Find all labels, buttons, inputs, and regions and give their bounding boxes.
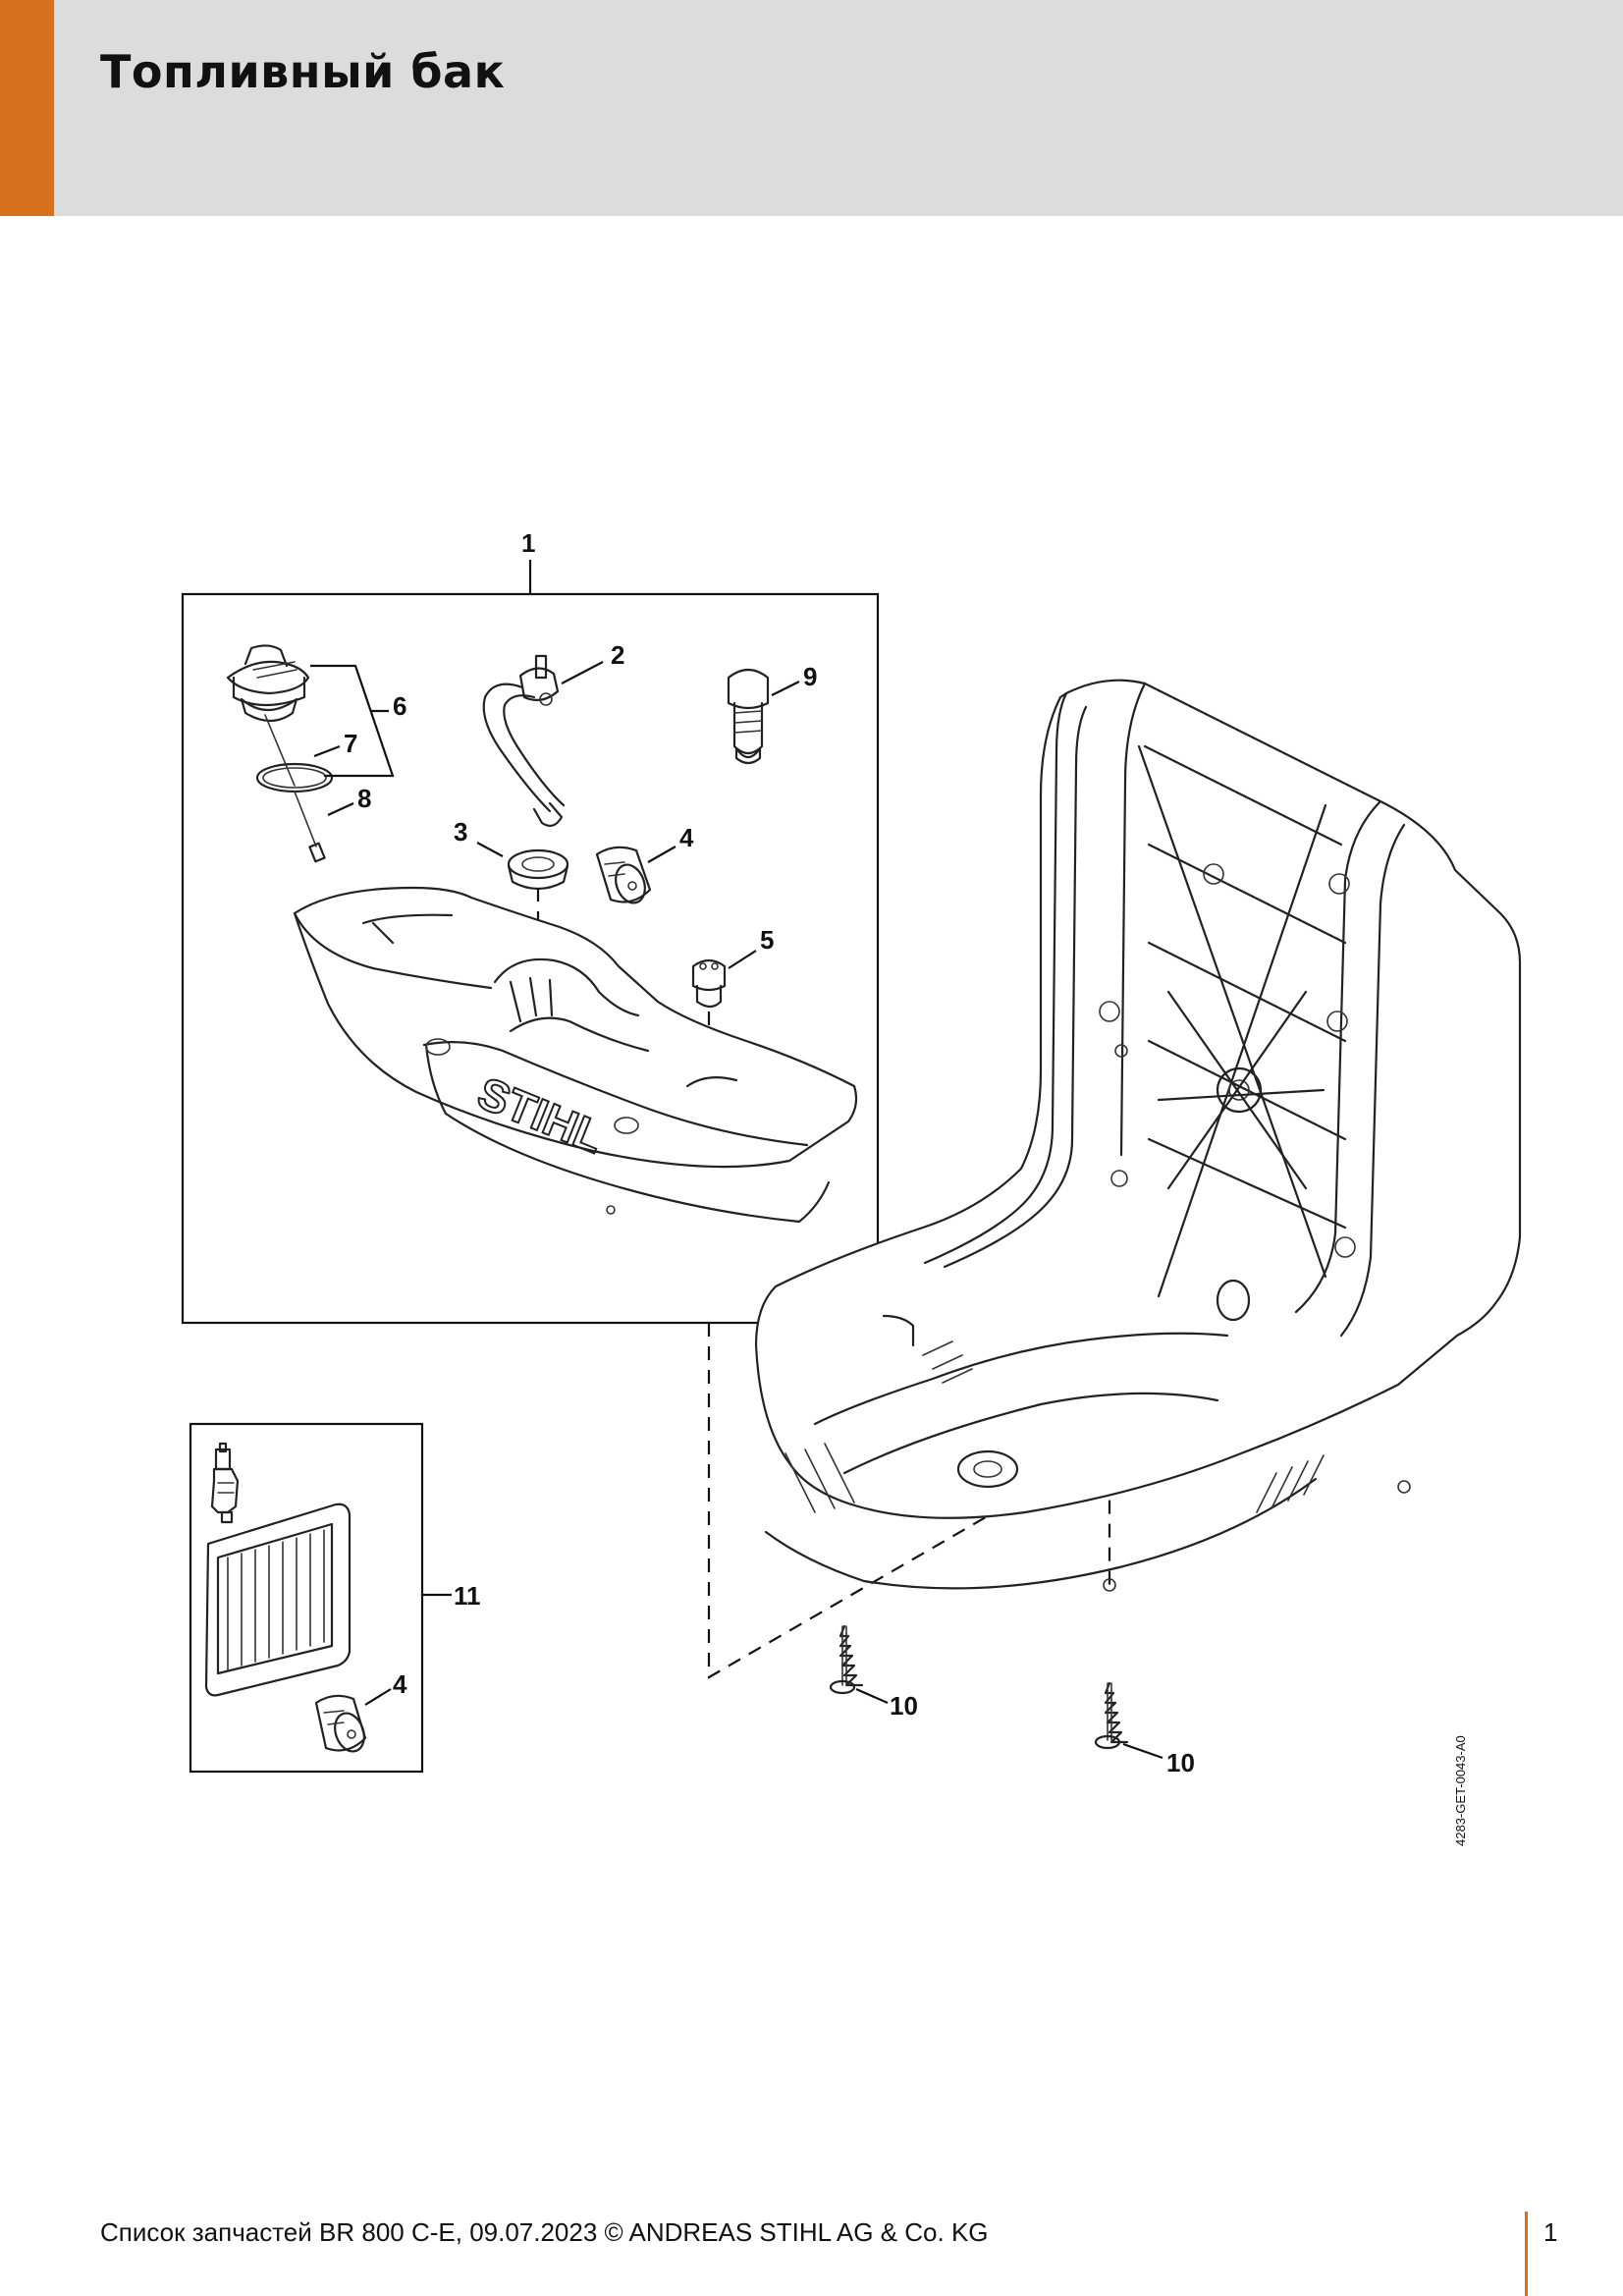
callout-3: 3	[454, 817, 467, 847]
part-spark-plug	[210, 1442, 240, 1524]
callout-11: 11	[454, 1581, 481, 1611]
part-fuel-pickup-hose	[482, 654, 566, 828]
accent-bar	[0, 0, 54, 216]
callout-9-leader	[771, 681, 800, 696]
part-screw-1	[829, 1624, 864, 1695]
part-air-filter	[204, 1503, 352, 1697]
kit-frame	[189, 1422, 424, 1774]
part-o-ring	[255, 762, 334, 793]
callout-2: 2	[611, 640, 624, 670]
callout-9: 9	[803, 662, 817, 691]
part-strainer-wire	[294, 791, 326, 863]
callout-2-leader	[561, 661, 604, 684]
callout-6: 6	[393, 691, 406, 721]
callout-5-leader	[728, 950, 757, 969]
footer-divider	[1525, 2212, 1528, 2296]
part-tank-cap	[226, 644, 310, 787]
backpack-frame	[754, 679, 1522, 1592]
page-number: 1	[1543, 2217, 1558, 2247]
header-band: Топливный бак	[0, 0, 1623, 216]
callout-7: 7	[344, 729, 357, 758]
callout-6-bracket	[310, 664, 395, 778]
callout-10-leader-1	[855, 1687, 889, 1705]
callout-10-second: 10	[1166, 1748, 1195, 1777]
callout-8: 8	[357, 784, 371, 813]
page-title: Топливный бак	[100, 45, 506, 98]
callout-4-kit: 4	[393, 1669, 407, 1699]
callout-4-upper: 4	[679, 823, 694, 852]
footer-text: Список запчастей BR 800 C-E, 09.07.2023 …	[100, 2217, 989, 2247]
fuel-tank-body: STIHL	[293, 886, 858, 1224]
part-fuel-filter	[595, 846, 652, 904]
drawing-code: 4283-GET-0043-A0	[1453, 1735, 1468, 1846]
callout-3-leader	[476, 842, 504, 857]
callout-4-leader-kit	[364, 1688, 392, 1706]
part-fuel-filter-kit	[314, 1694, 367, 1753]
part-screw-2	[1094, 1681, 1129, 1750]
callout-8-leader	[327, 802, 354, 816]
callout-10-first: 10	[890, 1691, 918, 1721]
callout-10-leader-2	[1122, 1742, 1163, 1760]
callout-1: 1	[521, 528, 535, 558]
callout-7-leader	[313, 744, 341, 758]
part-vent-valve	[691, 958, 727, 1009]
callout-5: 5	[760, 925, 774, 955]
dash-tank-to-frame	[707, 1323, 1111, 1679]
part-valve	[727, 668, 770, 765]
callout-4-leader-upper	[647, 846, 676, 863]
part-grommet	[507, 848, 569, 891]
